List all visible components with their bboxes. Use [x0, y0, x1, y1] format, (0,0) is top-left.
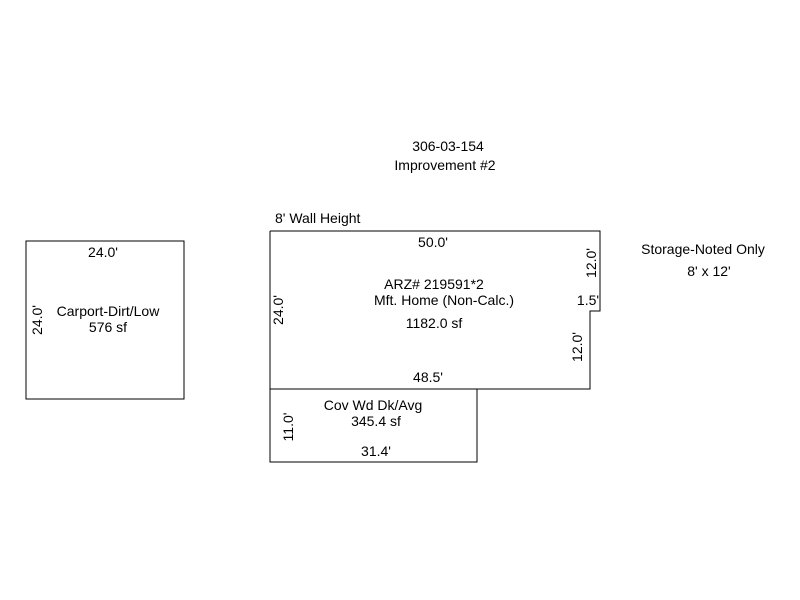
home-right-upper-dimension: 12.0'	[583, 248, 599, 278]
deck-name: Cov Wd Dk/Avg	[324, 397, 423, 413]
deck-bottom-dimension: 31.4'	[361, 443, 391, 459]
home-right-lower-dimension: 12.0'	[569, 332, 585, 362]
home-bottom-dimension: 48.5'	[413, 369, 443, 385]
deck-side-dimension: 11.0'	[280, 413, 296, 442]
improvement-label: Improvement #2	[394, 157, 495, 173]
deck-outline	[269, 389, 478, 463]
storage-size: 8' x 12'	[687, 263, 730, 279]
storage-note: Storage-Noted Only 8' x 12'	[641, 241, 765, 279]
carport-top-dimension: 24.0'	[88, 244, 118, 260]
home-step-dimension: 1.5'	[577, 292, 599, 308]
home-area: 8' Wall Height 50.0' 24.0' 12.0' 1.5' 12…	[269, 210, 601, 390]
home-type-label: Mft. Home (Non-Calc.)	[374, 292, 514, 308]
carport-side-dimension: 24.0'	[29, 305, 45, 335]
carport-area-value: 576 sf	[89, 319, 127, 335]
carport-area: 24.0' 24.0' Carport-Dirt/Low 576 sf	[25, 240, 185, 400]
home-top-dimension: 50.0'	[418, 234, 448, 250]
deck-area-value: 345.4 sf	[351, 413, 401, 429]
home-id-label: ARZ# 219591*2	[384, 276, 484, 292]
home-area-value: 1182.0 sf	[406, 315, 463, 331]
home-outline	[269, 230, 601, 390]
deck-area: Cov Wd Dk/Avg 345.4 sf 11.0' 31.4'	[269, 389, 478, 463]
carport-name: Carport-Dirt/Low	[57, 303, 161, 319]
wall-height-label: 8' Wall Height	[275, 210, 361, 226]
carport-outline	[25, 240, 185, 400]
home-left-dimension: 24.0'	[270, 295, 286, 325]
parcel-id: 306-03-154	[412, 138, 484, 154]
storage-name: Storage-Noted Only	[641, 241, 765, 257]
